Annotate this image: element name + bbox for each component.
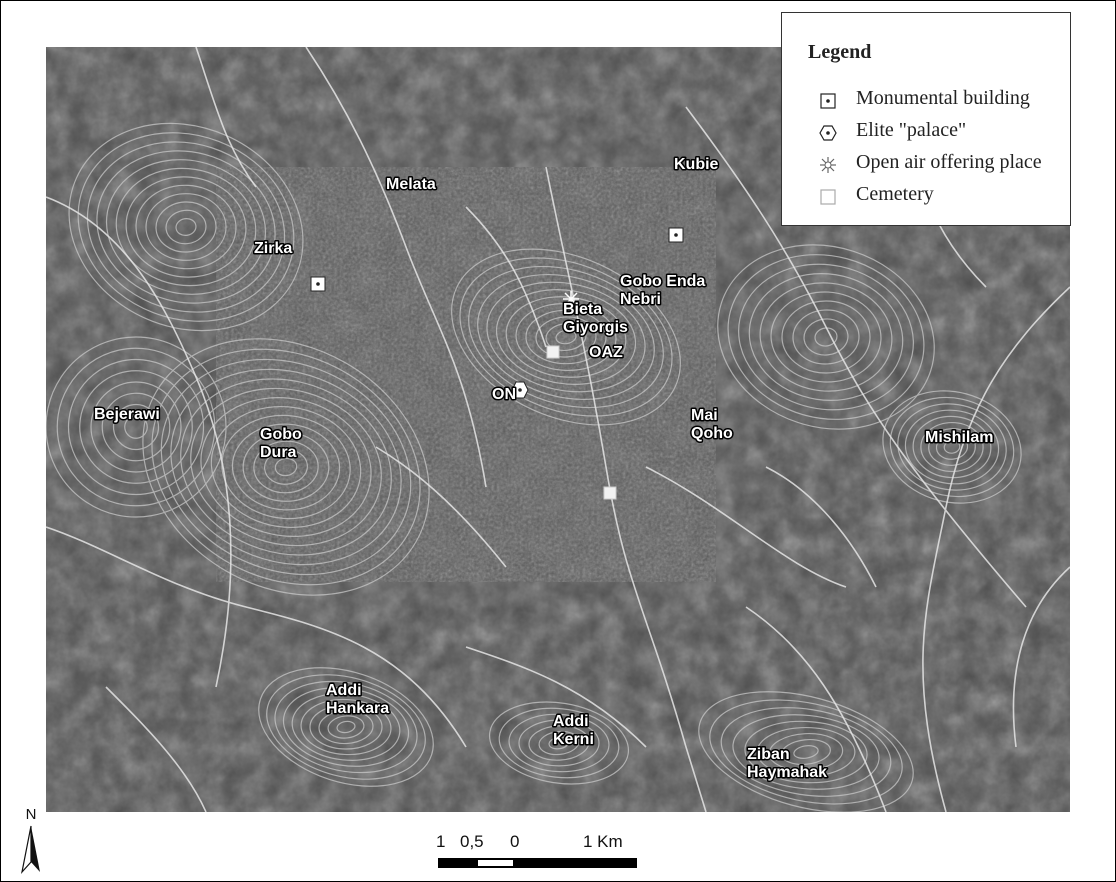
scale-label-1km: 1 Km (583, 832, 623, 851)
place-label-bejerawi: Bejerawi (94, 406, 160, 423)
open-air-offering-icon (820, 157, 836, 173)
legend-title: Legend (808, 41, 872, 63)
place-label-mishilam: Mishilam (925, 429, 993, 446)
cemetery-marker (546, 345, 560, 359)
elite-palace-icon (819, 125, 837, 141)
place-label-kubie: Kubie (674, 156, 719, 173)
stream-network (46, 47, 1070, 812)
legend-item-cemetery: Cemetery (856, 183, 934, 205)
cemetery-icon (820, 189, 836, 205)
legend-item-elite-palace: Elite "palace" (856, 119, 967, 141)
legend-item-monumental-building: Monumental building (856, 87, 1030, 109)
north-arrow: N (20, 806, 42, 876)
place-label-melata: Melata (386, 176, 436, 193)
cemetery-marker (603, 486, 617, 500)
scale-segment-2 (476, 858, 515, 868)
monumental-building-marker (310, 276, 326, 292)
scale-label-1: 1 (436, 832, 446, 851)
north-arrow-icon (20, 825, 40, 875)
monumental-building-icon (820, 93, 836, 109)
elite-palace-marker (511, 381, 529, 399)
monumental-building-marker (668, 227, 684, 243)
scale-label-zero: 0 (510, 832, 520, 851)
open-air-offering-marker (563, 291, 579, 307)
scale-segment-1 (438, 858, 478, 868)
legend-item-open-air-offering-place: Open air offering place (856, 151, 1042, 173)
place-label-on: ON (492, 386, 516, 403)
contour-lines (46, 122, 1022, 812)
scale-label-half: 0,5 (460, 832, 484, 851)
place-label-zirka: Zirka (254, 240, 292, 257)
north-label: N (25, 806, 37, 823)
legend-box: Legend Monumental building Elite "palace… (781, 12, 1071, 226)
scale-bar: 1 0,5 0 1 Km (436, 832, 738, 876)
scale-segment-3 (513, 858, 637, 868)
place-label-oaz: OAZ (589, 344, 623, 361)
